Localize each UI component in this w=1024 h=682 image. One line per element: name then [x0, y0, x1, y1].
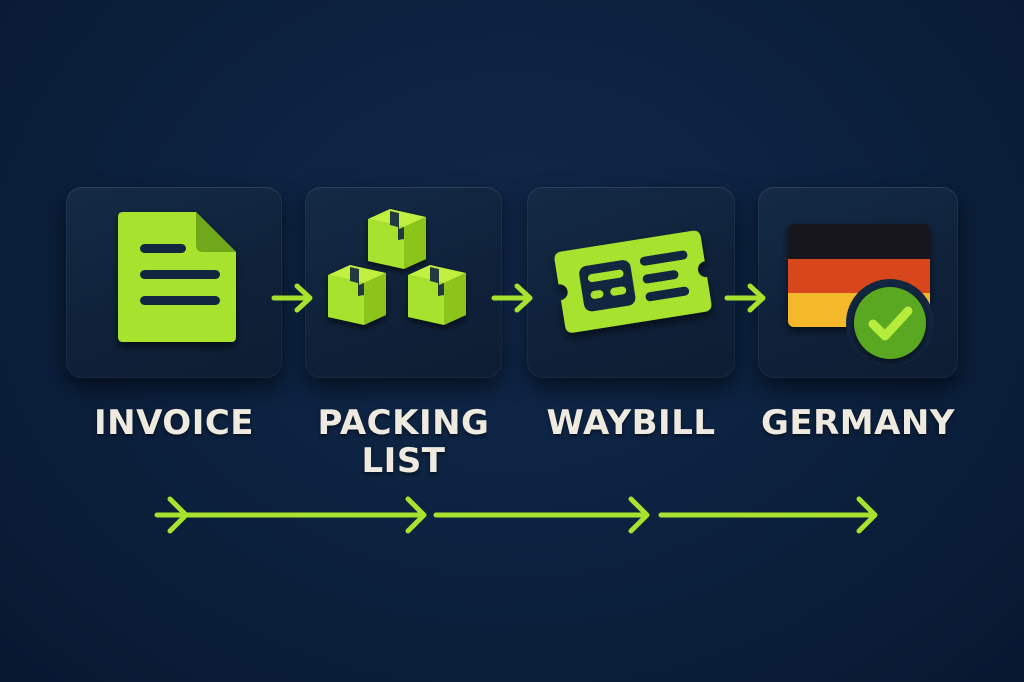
arrow-right-icon — [724, 283, 766, 313]
flow-arrows — [154, 496, 878, 534]
step-card-germany — [758, 187, 958, 378]
label-line: PACKING — [317, 403, 490, 443]
label-line: WAYBILL — [546, 403, 716, 443]
step-label-waybill: WAYBILL — [527, 404, 735, 442]
label-line: LIST — [361, 441, 446, 481]
arrow-right-icon — [491, 283, 533, 313]
flow-arrow-3 — [658, 496, 878, 534]
flow-arrow-1 — [154, 496, 427, 534]
step-card-waybill — [527, 187, 735, 378]
step-label-germany: GERMANY — [750, 404, 966, 442]
step-label-packing-list: PACKING LIST — [300, 404, 507, 480]
step-card-packing-list — [305, 187, 502, 378]
label-line: INVOICE — [93, 403, 255, 443]
ticket-icon — [554, 230, 712, 333]
boxes-icon — [328, 209, 466, 325]
step-card-invoice — [66, 187, 282, 378]
germany-flag-check-icon — [788, 224, 934, 367]
document-icon — [118, 212, 236, 342]
arrow-right-icon — [271, 283, 313, 313]
flow-arrow-2 — [433, 496, 650, 534]
label-line: GERMANY — [760, 403, 956, 443]
step-label-invoice: INVOICE — [66, 404, 282, 442]
check-circle-icon — [854, 287, 926, 359]
